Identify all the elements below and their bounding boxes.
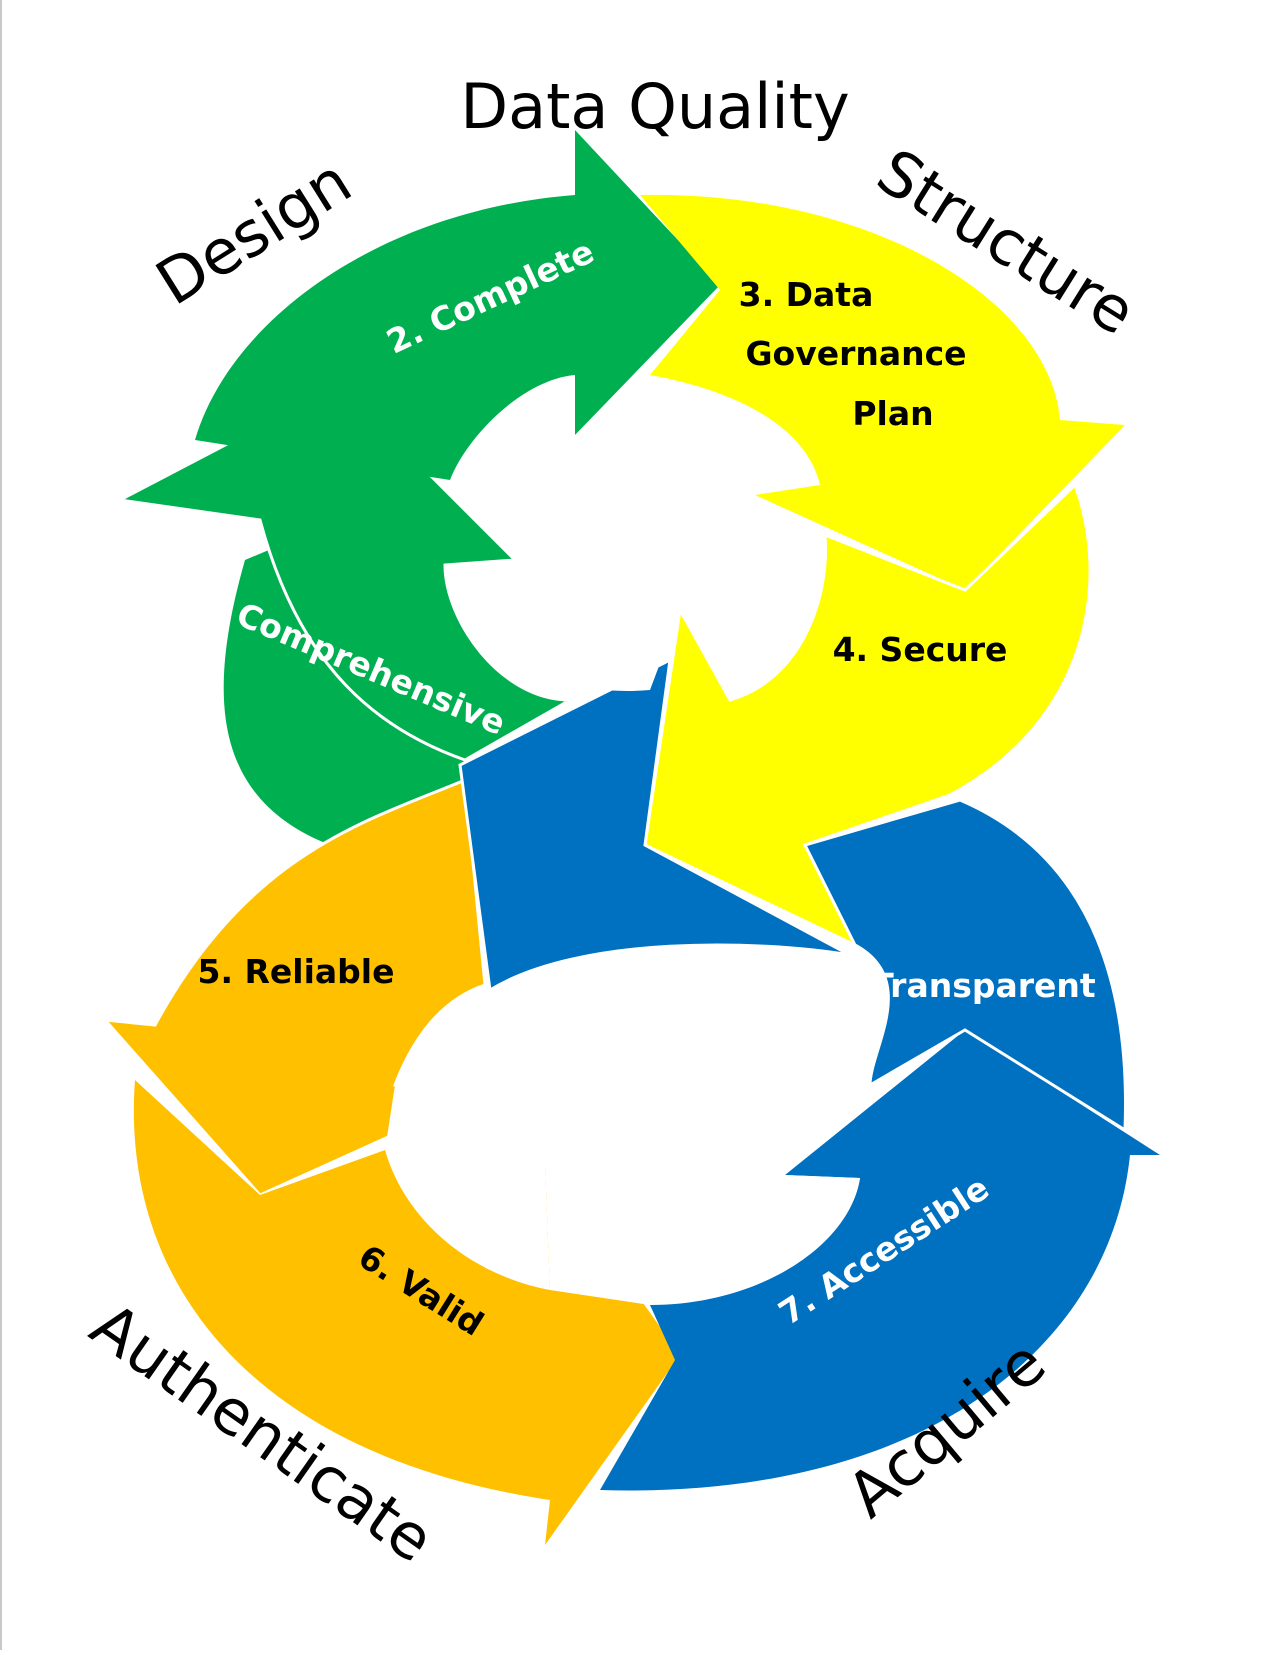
diagram-title: Data Quality	[460, 70, 849, 143]
page-edge-line	[0, 0, 2, 1650]
step-label-reliable: 5. Reliable	[198, 952, 395, 991]
orange-arrow-reliable	[101, 777, 487, 1197]
blue-arrow-transparent	[802, 798, 1127, 1133]
lower-hub-cutout	[385, 952, 874, 1305]
yellow-arrow-secure	[643, 482, 1092, 949]
step-label-secure: 4. Secure	[833, 630, 1008, 669]
step-label-transparent: 8. Transparent	[824, 966, 1096, 1005]
orange-arrow-valid	[133, 1080, 680, 1545]
green-arrow-complete	[195, 130, 720, 480]
upper-hub-cutout	[445, 385, 825, 700]
blue-arrow-transparent-head	[458, 657, 851, 993]
step-label-data-line1: 3. Data	[739, 275, 874, 314]
step-label-governance-line2: Governance	[745, 334, 966, 373]
step-label-plan-line3: Plan	[852, 394, 933, 433]
blue-arrow-accessible	[600, 1030, 1160, 1491]
yellow-arrow-governance	[640, 194, 1125, 590]
green-arrow-comprehensive-head	[115, 383, 576, 762]
